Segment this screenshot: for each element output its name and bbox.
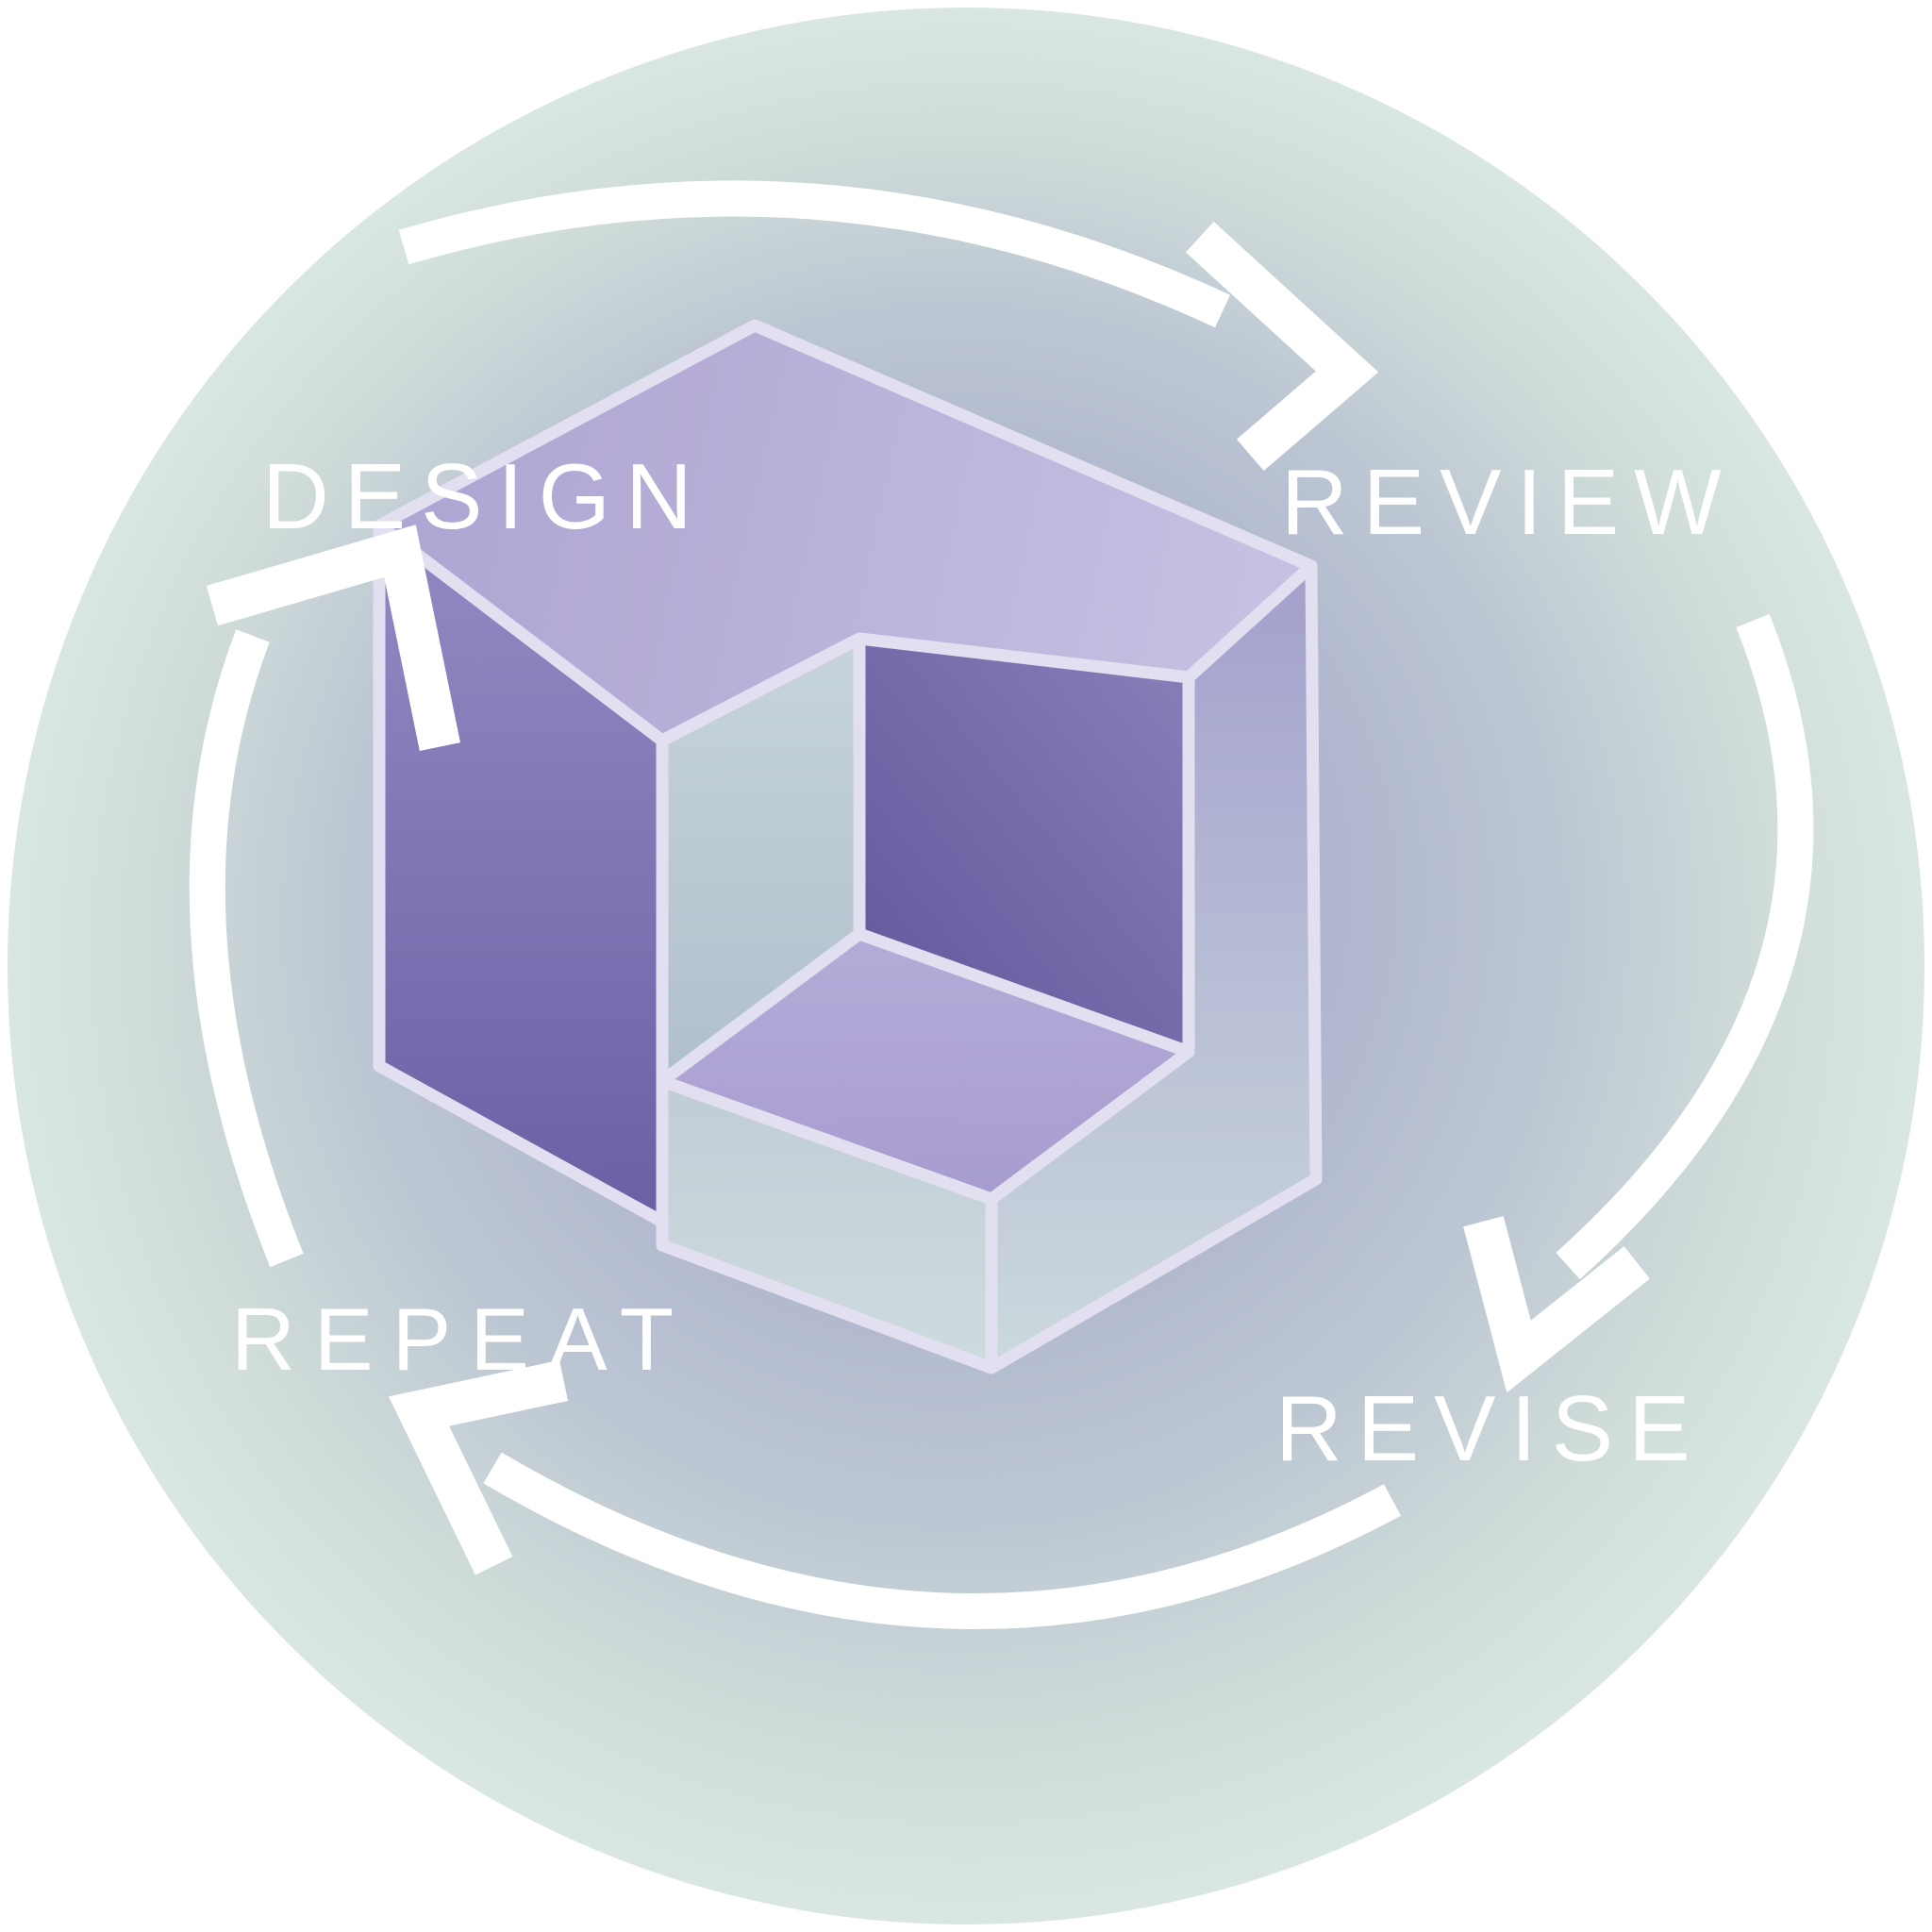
cycle-arrow-bottom <box>388 1359 1402 1629</box>
cycle-label-bottom_left: REPEAT <box>231 1290 692 1389</box>
cycle-arrow-right-arc <box>1556 613 1814 1280</box>
cycle-labels: DESIGN REVIEW REPEAT REVISE <box>231 444 1737 1480</box>
cycle-label-top_right: REVIEW <box>1281 450 1737 554</box>
cycle-arrow-right <box>1463 613 1814 1393</box>
cycle-arrow-right-arrowhead-icon <box>1463 1216 1650 1393</box>
cycle-arrow-bottom-arrowhead-icon <box>388 1359 569 1575</box>
cycle-arrow-top-arc <box>398 180 1231 328</box>
isometric-cube-logo <box>373 319 1323 1374</box>
cube-inner-floor <box>656 927 1195 1206</box>
cycle-label-bottom_right: REVISE <box>1275 1376 1705 1480</box>
cycle-arrow-left-arc <box>189 629 304 1268</box>
cycle-arrow-top <box>398 180 1379 472</box>
cycle-label-top_left: DESIGN <box>262 444 708 548</box>
cycle-arrow-top-arrowhead-icon <box>1185 221 1379 472</box>
cycle-arrow-bottom-arc <box>483 1452 1402 1629</box>
cycle-arrow-left-arrowhead-icon <box>206 525 460 751</box>
cycle-arrow-left <box>189 525 460 1268</box>
cycle-arrows <box>189 180 1814 1629</box>
